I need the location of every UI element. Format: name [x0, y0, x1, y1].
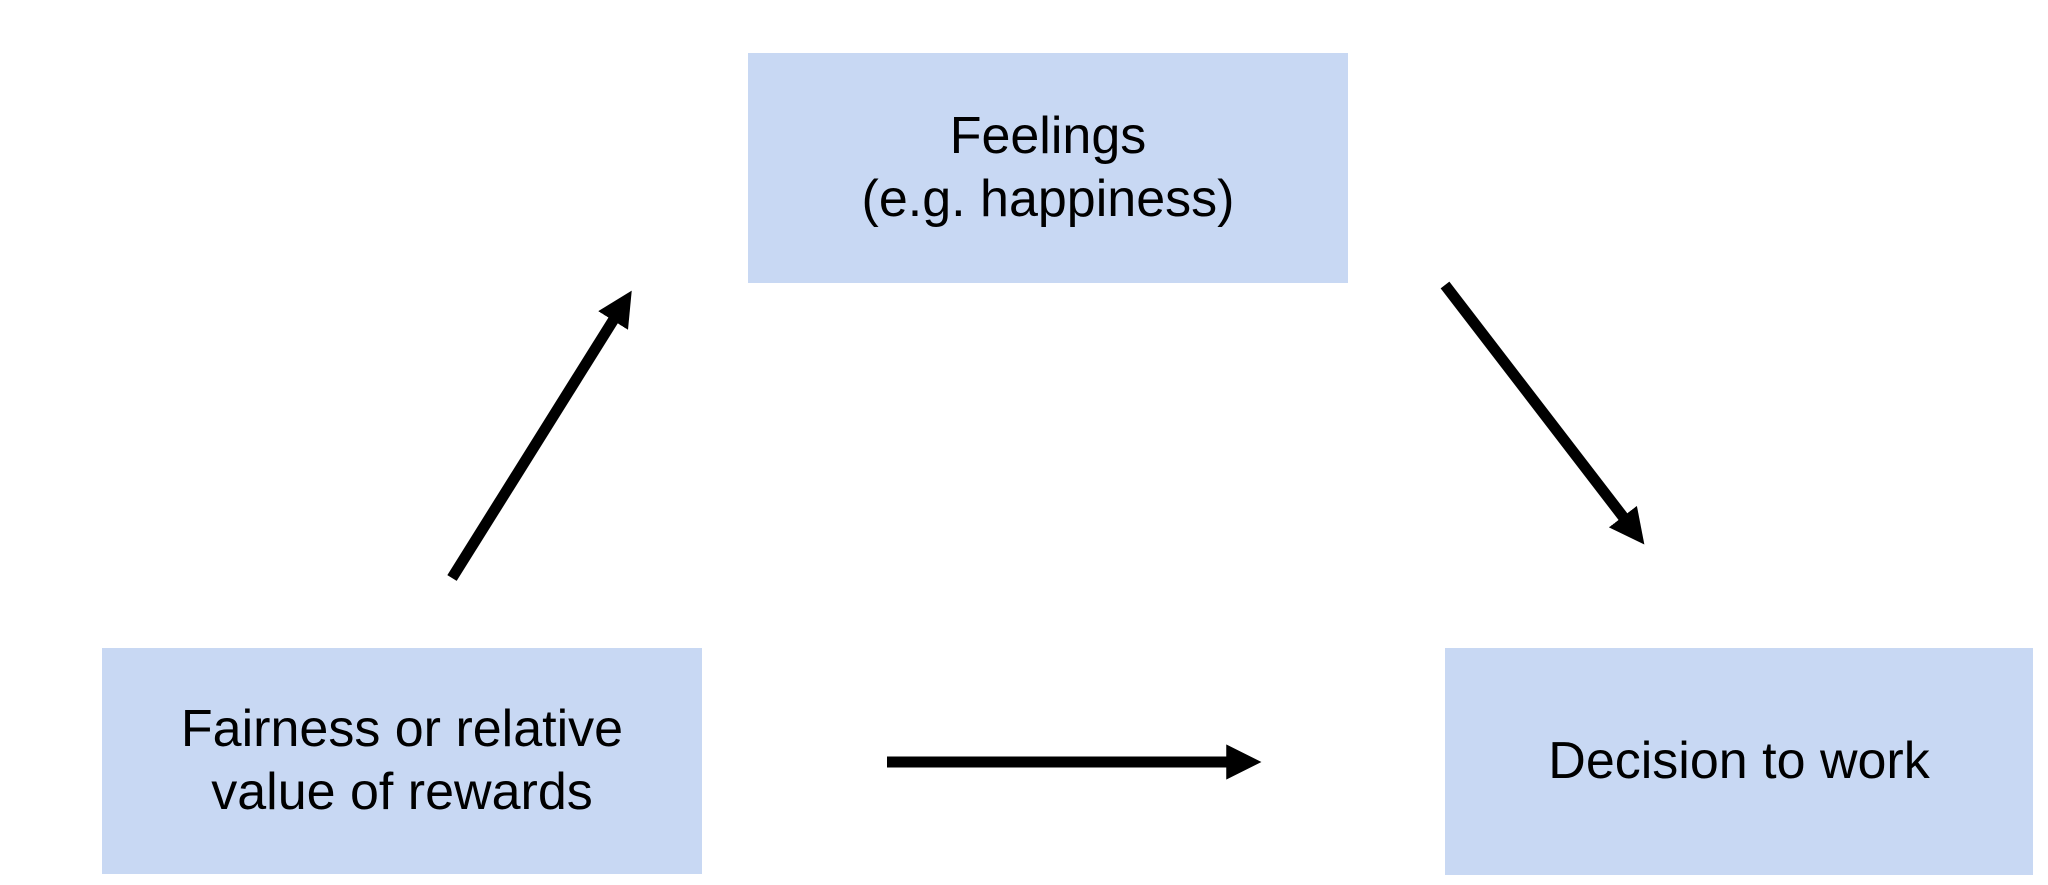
- node-decision: Decision to work: [1445, 648, 2033, 875]
- arrow-feelings-to-decision: [1440, 281, 1645, 545]
- node-fairness: Fairness or relative value of rewards: [102, 648, 702, 874]
- node-feelings: Feelings (e.g. happiness): [748, 53, 1348, 283]
- node-fairness-label: Fairness or relative value of rewards: [180, 699, 624, 821]
- node-decision-label: Decision to work: [1548, 731, 1930, 790]
- node-feelings-label: Feelings (e.g. happiness): [861, 106, 1235, 228]
- arrow-fairness-to-feelings: [447, 290, 632, 581]
